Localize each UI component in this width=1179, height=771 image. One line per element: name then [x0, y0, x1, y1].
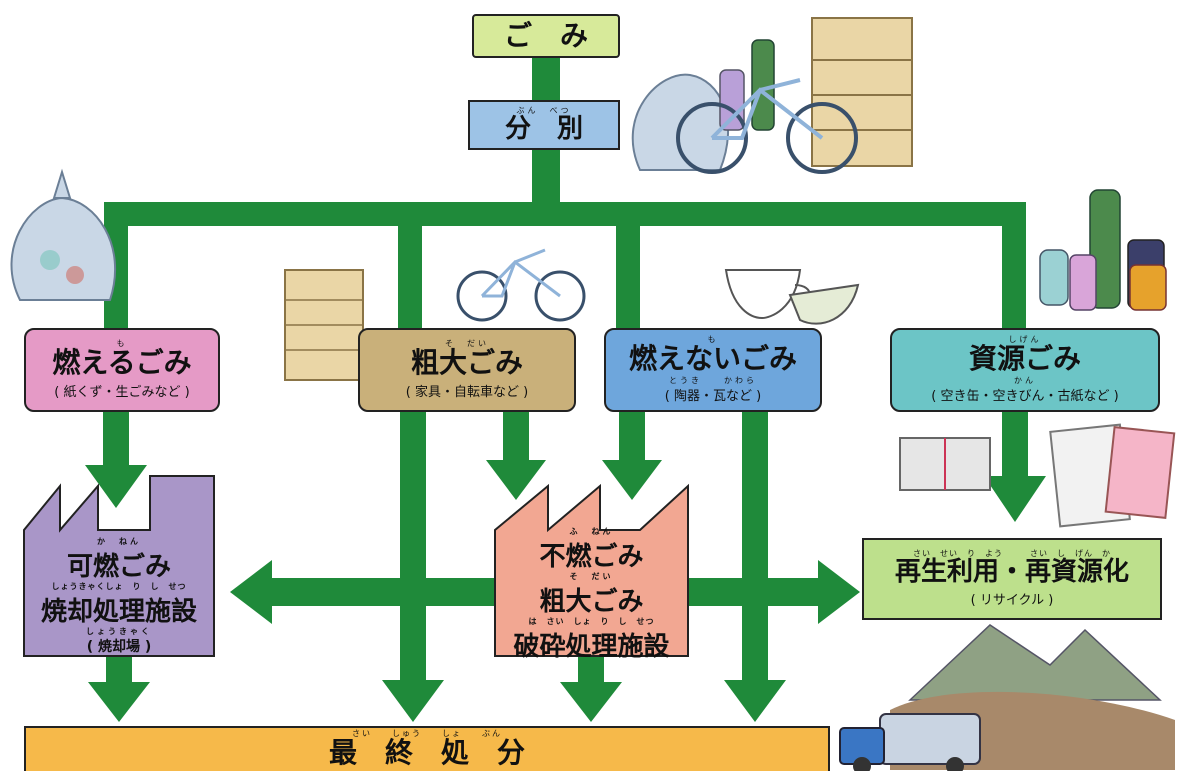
final-title: 最 終 処 分 [328, 736, 525, 770]
sodai-to-final-shaft [400, 412, 426, 682]
moeru-title: 燃えるごみ [52, 345, 192, 379]
moenai-sub: ( 陶器・瓦など ) [664, 388, 762, 404]
funen-ruby2: そ だい [569, 572, 614, 581]
recycle-ruby: さい せい り よう さい し げん か [913, 548, 1111, 558]
category-moenai: も 燃えないごみ とうき かわら ( 陶器・瓦など ) [604, 328, 822, 412]
funen-ruby3: は さい しょ り し せつ [528, 617, 655, 626]
funen-to-final-head [560, 682, 622, 722]
kanen-to-final-head [88, 682, 150, 722]
shigen-to-recycle-shaft [1002, 410, 1028, 478]
sodai-to-final-head [382, 680, 444, 722]
sodai-sub: ( 家具・自転車など ) [405, 385, 529, 401]
gomi-box: ご み [472, 14, 620, 58]
kanen-line3: ( 焼却場 ) [86, 639, 152, 655]
moeru-ruby: も [116, 338, 128, 348]
moeru-to-kanen-head [85, 465, 147, 508]
moenai-sub-ruby: とうき かわら [669, 375, 757, 385]
funen-to-recycle-head [818, 560, 860, 624]
line-to-moenai [616, 202, 640, 330]
shigen-sub: ( 空き缶・空きびん・古紙など ) [931, 388, 1119, 404]
teacup-icon [724, 269, 860, 325]
funen-to-recycle-shaft [688, 578, 823, 606]
funen-to-kanen-shaft [268, 578, 498, 606]
sodai-to-funen-shaft [503, 412, 529, 462]
kanen-line2: 焼却処理施設 [40, 597, 197, 627]
bunbetsu-box: ぶん べつ 分 別 [468, 100, 620, 150]
category-moeru: も 燃えるごみ ( 紙くず・生ごみなど ) [24, 328, 220, 412]
moenai-ruby: も [707, 335, 719, 345]
newspaper-bundle-icon [899, 437, 991, 491]
moenai-title: 燃えないごみ [628, 342, 797, 376]
shigen-ruby: しげん [1008, 335, 1042, 345]
sodai-ruby: そ だい [445, 338, 489, 348]
kanen-ruby1: か ねん [97, 537, 141, 546]
kanen-facility-text: か ねん 可燃ごみ しょうきゃくしょ り し せつ 焼却処理施設 しょうきゃく … [24, 538, 214, 656]
bunbetsu-ruby: ぶん べつ [516, 105, 572, 115]
funen-line2: 粗大ごみ [539, 587, 644, 617]
funen-to-kanen-head [230, 560, 272, 624]
moenai-to-final-head [724, 680, 786, 722]
line-to-shigen [1002, 202, 1026, 330]
kanen-to-final-shaft [106, 655, 132, 685]
line-to-sodai [398, 202, 422, 330]
shigen-title: 資源ごみ [968, 342, 1081, 376]
moenai-to-final-shaft [742, 412, 768, 682]
cabinet-icon [284, 269, 364, 381]
shigen-sub-ruby: かん [1014, 375, 1036, 385]
kanen-factory-shape [23, 475, 215, 657]
moenai-to-funen-shaft [619, 412, 645, 462]
bottles-icon [1039, 189, 1167, 311]
moeru-sub: ( 紙くず・生ごみなど ) [54, 385, 190, 401]
funen-facility-text: ふ ねん 不燃ごみ そ だい 粗大ごみ は さい しょ り し せつ 破砕処理施… [495, 528, 688, 663]
split-bar [104, 202, 1026, 226]
kanen-line1: 可燃ごみ [66, 552, 171, 582]
recycle-title: 再生利用・再資源化 [894, 556, 1129, 587]
category-sodai: そ だい 粗大ごみ ( 家具・自転車など ) [358, 328, 576, 412]
recycle-box: さい せい り よう さい し げん か 再生利用・再資源化 ( リサイクル ) [862, 538, 1162, 620]
bicycle-icon [456, 248, 586, 322]
shigen-to-recycle-head [984, 476, 1046, 522]
sodai-title: 粗大ごみ [410, 345, 523, 379]
sodai-to-funen-head [486, 460, 546, 500]
funen-factory-shape [494, 483, 689, 657]
bottles-icon [719, 39, 775, 131]
funen-to-final-shaft [578, 655, 604, 685]
moenai-to-funen-head [602, 460, 662, 500]
funen-ruby1: ふ ねん [569, 527, 614, 536]
recycle-sub: ( リサイクル ) [970, 593, 1054, 609]
trash-bag-icon [10, 168, 116, 301]
kanen-ruby2: しょうきゃくしょ り し せつ [51, 582, 187, 591]
flyers-icon [1049, 423, 1176, 528]
kanen-ruby3: しょうきゃく [86, 627, 152, 636]
category-shigen: しげん 資源ごみ かん ( 空き缶・空きびん・古紙など ) [890, 328, 1160, 412]
funen-line1: 不燃ごみ [539, 542, 644, 572]
gomi-label: ご み [503, 18, 588, 52]
final-ruby: さい しゅう しょ ぶん [352, 729, 502, 739]
garbage-truck-icon [839, 713, 981, 771]
bunbetsu-label: 分 別 [504, 113, 583, 144]
cabinet-icon [811, 17, 913, 167]
bicycle-icon [676, 78, 858, 174]
moeru-to-kanen-shaft [103, 412, 129, 467]
funen-line3: 破砕処理施設 [513, 632, 670, 662]
final-disposal-box: さい しゅう しょ ぶん 最 終 処 分 [24, 726, 830, 771]
